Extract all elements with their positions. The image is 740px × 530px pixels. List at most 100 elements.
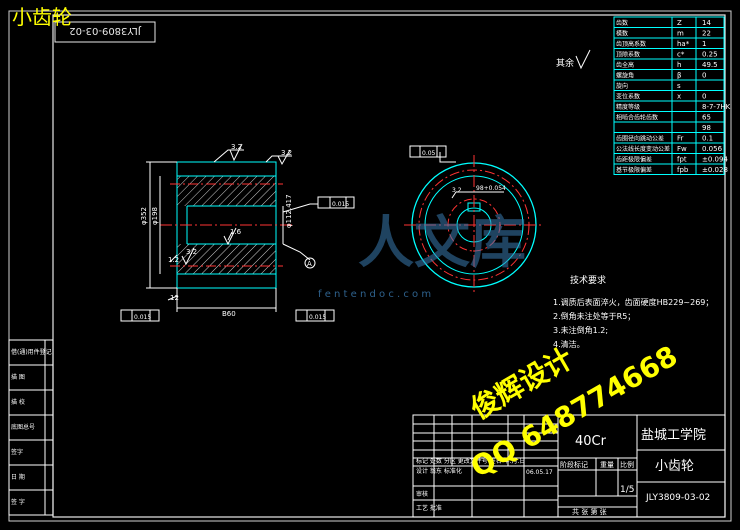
title-block [412, 414, 726, 518]
watermark-logo: 人文库 [358, 211, 526, 276]
leader-top-right [265, 155, 292, 163]
left-strip-label: 描 图 [11, 373, 25, 381]
left-strip-label: 借(通)用件登记 [11, 348, 52, 356]
dim-keyway: 98+0.054 [476, 185, 506, 192]
title-row-label: 工艺 批准 [416, 504, 442, 512]
tol-runout-right-value: 0.015 [309, 314, 326, 321]
title-stage-label: 阶段标记 [560, 460, 588, 469]
datum-circle [304, 257, 316, 269]
mirror-drawing-number: JLY3809-03-02 [69, 25, 141, 36]
param-symbol: β [677, 72, 681, 80]
mirror-number-box [54, 21, 156, 43]
end-view [404, 152, 544, 295]
param-label: 顶隙系数 [616, 51, 640, 59]
title-part-name: 小齿轮 [655, 459, 694, 474]
inner-frame [52, 14, 726, 518]
dim-d-root: φ198 [151, 207, 159, 225]
part-title-label: 小齿轮 [12, 5, 72, 29]
param-symbol: fpt [677, 156, 687, 164]
param-label: 齿数 [616, 19, 628, 27]
param-value: 1 [702, 40, 706, 48]
dim-roughness-top-right: 3.2 [281, 149, 292, 157]
tech-req-heading: 技术要求 [570, 274, 606, 286]
left-strip-label: 底图总号 [11, 423, 35, 431]
hatch-top [177, 176, 276, 206]
param-value: 98 [702, 124, 711, 132]
leader-bore [227, 231, 233, 241]
title-scale-label: 比例 [620, 460, 634, 469]
param-label: 齿圈径向跳动公差 [616, 135, 664, 143]
dim-chamfer-d: 12 [170, 294, 179, 302]
param-label: 旋向 [616, 82, 628, 90]
dim-d-tip: φ352 [140, 207, 148, 225]
param-symbol: h [677, 61, 681, 69]
param-value: 0.056 [702, 145, 723, 153]
title-date: 06.05.17 [526, 469, 553, 476]
tech-req-item: 1.调质后表面淬火，齿面硬度HB229~269； [553, 297, 713, 307]
tech-req-item: 3.未注倒角1.2; [553, 325, 608, 335]
leader-top-left [213, 149, 244, 163]
tolerance-frame-runout-left: 0.015 [120, 309, 160, 322]
watermark-site: f e n t e n d o c . c o m [318, 289, 431, 300]
title-material: 40Cr [575, 434, 607, 449]
dim-chamfer-a: 1.2 [168, 256, 179, 264]
tolerance-frame-position: 0.015 [317, 196, 355, 209]
title-drawing-no: JLY3809-03-02 [645, 493, 710, 503]
leader-left-side [169, 254, 178, 263]
param-value: 0 [702, 93, 706, 101]
param-value: ±0.094 [702, 156, 728, 164]
keyway-leader [451, 191, 457, 199]
param-symbol: ha* [677, 40, 690, 48]
param-symbol: x [677, 93, 681, 101]
param-symbol: c* [677, 51, 685, 59]
leader-datum [282, 243, 311, 261]
roughness-note: 其余 [556, 57, 574, 69]
param-value: 65 [702, 114, 711, 122]
roughness-symbol-2 [277, 149, 291, 166]
dim-width: B60 [222, 310, 236, 318]
param-value: 0.1 [702, 135, 713, 143]
title-school: 盐城工学院 [641, 427, 706, 443]
param-symbol: fpb [677, 166, 689, 174]
param-label: 齿全高 [616, 61, 634, 69]
param-value: 8-7-7HK [702, 103, 731, 111]
param-value: 22 [702, 30, 711, 38]
left-strip-border [8, 339, 54, 516]
param-label: 齿顶高系数 [616, 40, 646, 48]
title-row-label: 设计 翁东 标准化 [416, 467, 462, 475]
tech-req-list: 1.调质后表面淬火，齿面硬度HB229~269； 2.倒角未注处等于R5； 3.未注… [553, 297, 713, 349]
param-label: 齿距极限偏差 [616, 156, 652, 164]
param-label: 公法线长度变动公差 [616, 145, 670, 153]
left-strip-label: 日 期 [11, 473, 25, 481]
left-strip-label: 描 校 [11, 398, 25, 406]
tol-runout-left-value: 0.015 [134, 314, 151, 321]
title-scale: 1/5 [620, 485, 634, 495]
param-label: 变位系数 [616, 93, 640, 101]
title-sheets: 共 张 第 张 [572, 507, 607, 516]
param-symbol: Fr [677, 135, 684, 143]
param-symbol: Fw [677, 145, 687, 153]
roughness-symbol-general [575, 49, 591, 70]
tolerance-frame-symmetry: 0.05 [409, 145, 447, 158]
roughness-symbol-3 [223, 227, 237, 246]
dim-d-bore: φ112.417 [285, 194, 293, 228]
roughness-symbol-1 [229, 143, 243, 162]
param-value: 0.25 [702, 51, 718, 59]
dim-roughness-bore: 1.6 [230, 228, 242, 236]
tech-req-item: 2.倒角未注处等于R5； [553, 311, 635, 321]
param-value: ±0.028 [702, 166, 728, 174]
param-value: 49.5 [702, 61, 718, 69]
param-symbol: m [677, 30, 684, 38]
param-table-border [613, 16, 725, 175]
param-symbol: Z [677, 19, 682, 27]
title-row-label: 审核 [416, 490, 428, 498]
outer-frame [8, 10, 732, 522]
tech-req-item: 4.清洁。 [553, 339, 585, 349]
dim-roughness-top-left: 3.2 [231, 143, 242, 151]
param-label: 模数 [616, 30, 628, 38]
tol-sym-value: 0.05 [422, 150, 436, 157]
param-symbol: s [677, 82, 681, 90]
